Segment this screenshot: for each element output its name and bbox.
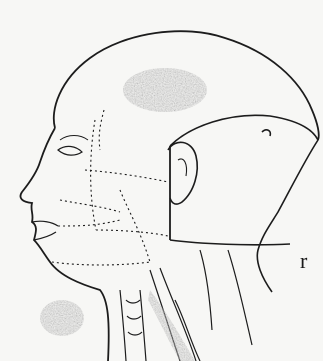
ear <box>168 142 197 204</box>
eye <box>58 146 82 155</box>
hair-shading <box>123 68 207 112</box>
dotted-branches <box>52 110 168 265</box>
beard-shading <box>40 300 84 336</box>
margin-letter: r <box>300 248 307 274</box>
neck-region-boundary <box>170 115 318 146</box>
